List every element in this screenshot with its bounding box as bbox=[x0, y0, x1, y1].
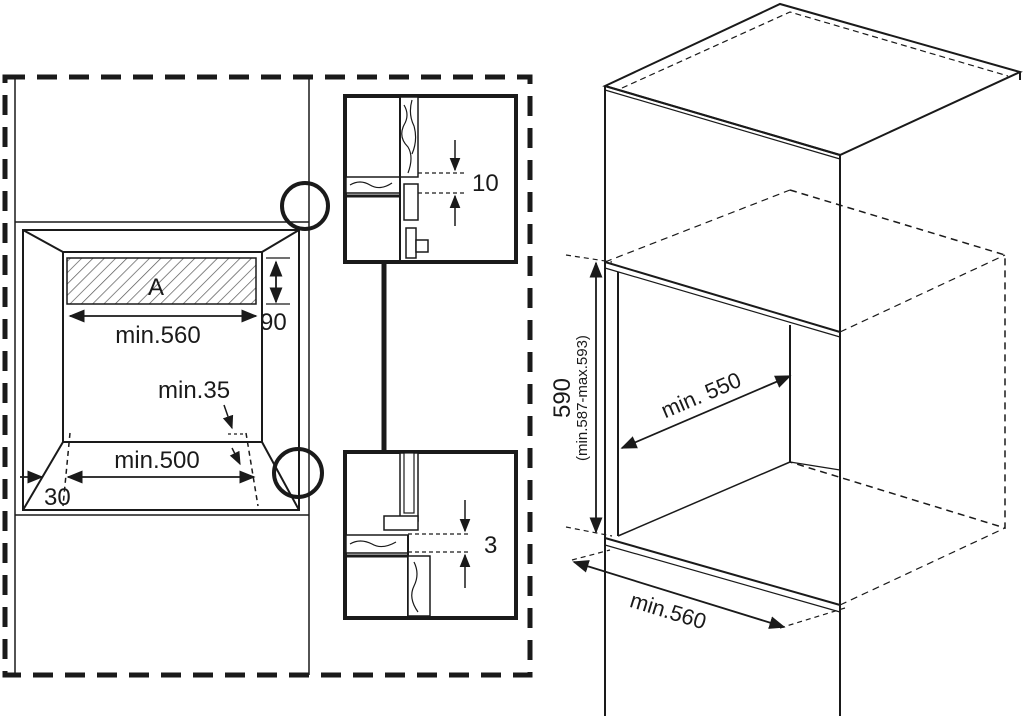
dim-min35-label: min.35 bbox=[158, 377, 230, 404]
dim-min560-iso-line bbox=[572, 560, 786, 629]
area-a-label: A bbox=[148, 274, 164, 301]
detail-bottom-dim-label: 3 bbox=[484, 532, 497, 559]
dim-590-label: 590 bbox=[549, 378, 576, 418]
front-view: A 90 min.560 min.35 min.500 30 bbox=[2, 74, 533, 678]
dim-min500-label: min.500 bbox=[114, 447, 199, 474]
dim-590-range-label: (min.587-max.593) bbox=[574, 335, 591, 461]
dim-min550-line bbox=[620, 375, 792, 449]
dim-min560-iso-label: min.560 bbox=[627, 587, 709, 634]
cabinet-dashed-outline bbox=[2, 74, 533, 678]
detail-marker-top bbox=[280, 181, 330, 231]
dim-30-label: 30 bbox=[44, 484, 71, 511]
detail-top: 10 bbox=[343, 94, 518, 264]
dim-90-label: 90 bbox=[260, 309, 287, 336]
dim-min35-arrow bbox=[222, 404, 234, 430]
dim-min560-front-label: min.560 bbox=[115, 322, 200, 349]
detail-top-dim-label: 10 bbox=[472, 170, 499, 197]
area-a-hatch bbox=[66, 257, 257, 305]
detail-bottom: 3 bbox=[343, 450, 518, 620]
detail-marker-bottom bbox=[272, 447, 324, 499]
isometric-view: 590 (min.587-max.593) min. 550 min.560 bbox=[549, 2, 1023, 716]
oven-niche bbox=[22, 229, 300, 511]
